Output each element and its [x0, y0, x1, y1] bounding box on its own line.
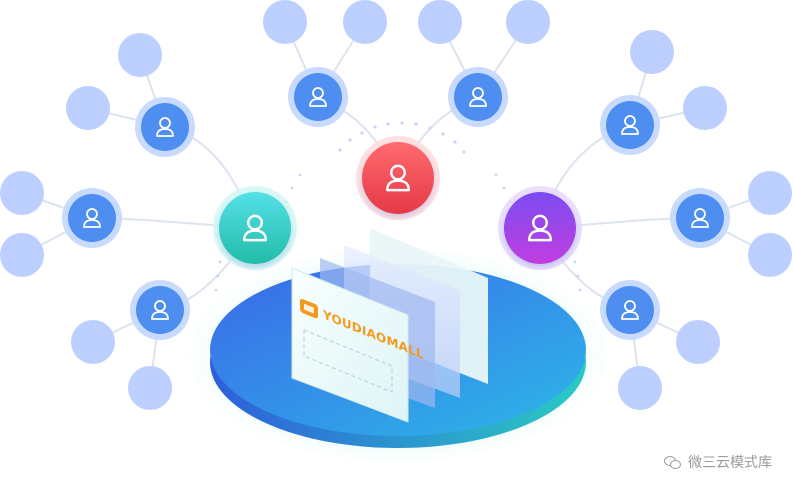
hub-node-red — [356, 136, 440, 220]
hub-node-cyan — [213, 186, 297, 270]
leaf-node — [128, 366, 172, 410]
leaf-node — [343, 0, 387, 44]
watermark: 微三云模式库 — [664, 452, 772, 472]
leaf-node — [0, 171, 44, 215]
user-node — [288, 67, 348, 127]
leaf-node — [748, 171, 792, 215]
leaf-node — [66, 86, 110, 130]
leaf-node — [263, 0, 307, 44]
user-node — [135, 97, 195, 157]
user-node — [600, 95, 660, 155]
leaf-node — [0, 233, 44, 277]
leaf-node — [630, 30, 674, 74]
user-node — [670, 188, 730, 248]
watermark-text: 微三云模式库 — [688, 452, 772, 472]
user-node — [448, 67, 508, 127]
user-node — [62, 188, 122, 248]
user-node — [130, 280, 190, 340]
leaf-node — [676, 320, 720, 364]
hub-node-purple — [498, 186, 582, 270]
user-node — [600, 280, 660, 340]
leaf-node — [118, 33, 162, 77]
leaf-node — [618, 366, 662, 410]
wechat-icon — [664, 455, 682, 469]
leaf-node — [683, 86, 727, 130]
leaf-node — [748, 233, 792, 277]
leaf-node — [71, 320, 115, 364]
leaf-node — [506, 0, 550, 44]
leaf-node — [418, 0, 462, 44]
